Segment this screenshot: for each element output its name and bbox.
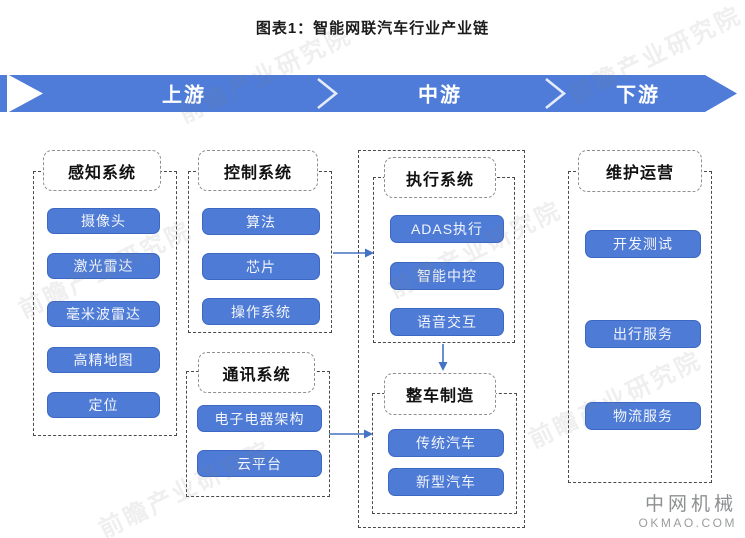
brand-name: 中网机械 xyxy=(644,493,737,515)
group-header-control: 控制系统 xyxy=(198,150,318,191)
brand-mark: 中网机械 OKMAO.COM xyxy=(638,493,737,530)
node-camera: 摄像头 xyxy=(47,208,160,234)
banner-segment-downstream: 下游 xyxy=(616,84,660,107)
node-chip: 芯片 xyxy=(202,253,320,280)
node-traditional-vehicle: 传统汽车 xyxy=(388,429,504,457)
node-ee-architecture: 电子电器架构 xyxy=(197,405,322,432)
node-lidar: 激光雷达 xyxy=(47,253,160,279)
banner-segment-midstream: 中游 xyxy=(418,84,462,107)
banner-segment-upstream: 上游 xyxy=(162,84,206,107)
brand-site: OKMAO.COM xyxy=(638,515,737,530)
node-new-type-vehicle: 新型汽车 xyxy=(388,468,504,496)
node-voice-interaction: 语音交互 xyxy=(390,308,504,336)
banner-chevron-separator-icon xyxy=(545,77,567,110)
group-header-maintenance: 维护运营 xyxy=(578,150,702,192)
node-algorithm: 算法 xyxy=(202,208,320,235)
group-header-perception: 感知系统 xyxy=(43,150,161,191)
banner-chevron-separator-icon xyxy=(317,77,339,110)
group-header-communication: 通讯系统 xyxy=(198,352,315,393)
node-logistics-service: 物流服务 xyxy=(585,402,701,430)
node-travel-service: 出行服务 xyxy=(585,320,701,348)
node-dev-testing: 开发测试 xyxy=(585,230,701,258)
midstream-outer-container xyxy=(358,150,525,528)
node-mmwave-radar: 毫米波雷达 xyxy=(47,301,160,327)
group-header-manufacturing: 整车制造 xyxy=(384,373,496,415)
node-smart-cockpit: 智能中控 xyxy=(390,262,504,290)
node-hd-map: 高精地图 xyxy=(47,347,160,373)
node-adas-execution: ADAS执行 xyxy=(390,215,504,243)
node-cloud-platform: 云平台 xyxy=(197,450,322,477)
node-positioning: 定位 xyxy=(47,392,160,418)
page-title: 图表1：智能网联汽车行业产业链 xyxy=(255,20,490,37)
node-os: 操作系统 xyxy=(202,298,320,325)
group-header-execution: 执行系统 xyxy=(384,157,496,198)
banner-left-notch-icon xyxy=(7,74,43,113)
